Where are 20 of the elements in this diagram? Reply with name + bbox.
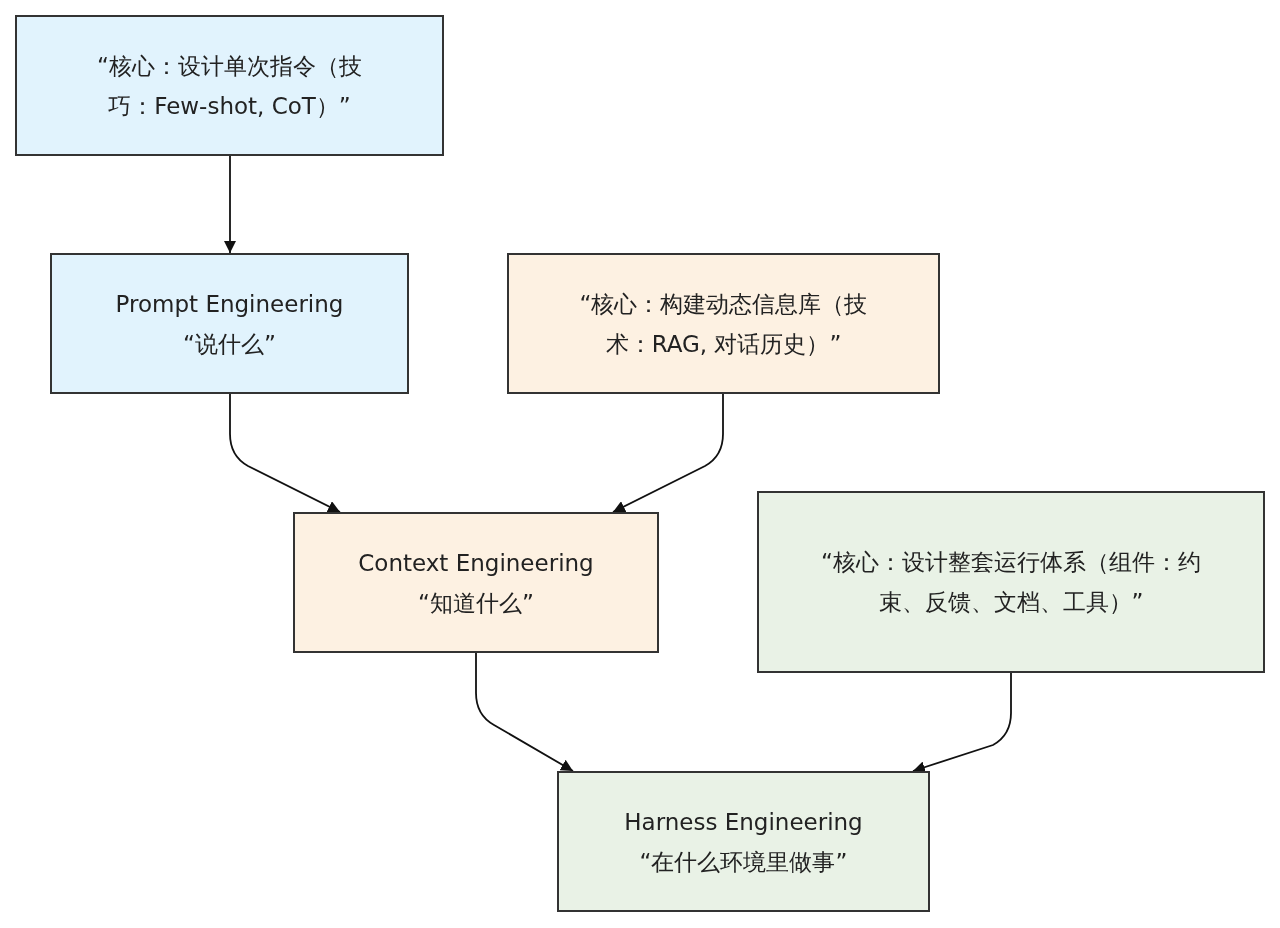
stage-box [50, 253, 409, 394]
arrow [224, 155, 236, 254]
note-text: “核心：设计整套运行体系（组件：约束、反馈、文档、工具）” [820, 548, 1202, 617]
arrow [475, 652, 574, 772]
note-text: “核心：构建动态信息库（技术：RAG, 对话历史）” [578, 289, 869, 359]
stage-subtitle: “在什么环境里做事” [639, 847, 848, 877]
stage-title: Prompt Engineering [115, 289, 344, 319]
stage-subtitle: “说什么” [183, 329, 276, 359]
stage-box [557, 771, 930, 912]
note-text: “核心：设计单次指令（技巧：Few-shot, CoT）” [96, 51, 363, 121]
note-box [507, 253, 940, 394]
arrow [612, 393, 724, 513]
arrow [229, 393, 341, 513]
stage-box [293, 512, 659, 653]
stage-title: Harness Engineering [624, 807, 863, 837]
arrow [912, 672, 1012, 773]
note-box [757, 491, 1265, 673]
note-box [15, 15, 444, 156]
stage-title: Context Engineering [358, 548, 594, 578]
stage-subtitle: “知道什么” [418, 588, 534, 618]
